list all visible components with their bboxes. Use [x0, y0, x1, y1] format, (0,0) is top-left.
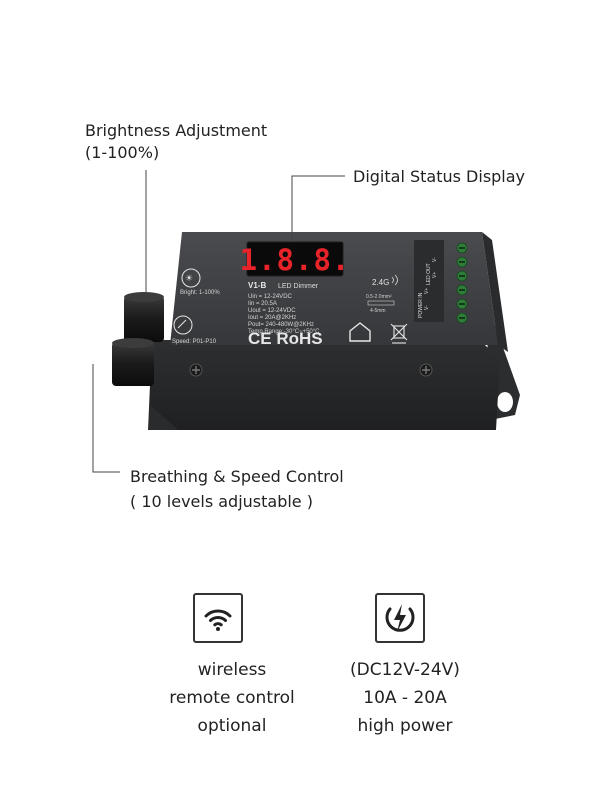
terminal-label-out: LED OUT	[426, 263, 432, 285]
wire-strip-icon	[367, 300, 395, 306]
feature-wireless-line: remote control	[169, 688, 295, 708]
housing-front-face	[150, 340, 500, 430]
digital-display	[246, 241, 344, 277]
spec-line: Iin = 20.5A	[248, 301, 277, 307]
terminal-pin-label: V-	[424, 305, 430, 310]
callout-brightness-title: Brightness Adjustment	[85, 121, 268, 140]
signal-icon	[391, 274, 398, 286]
spec-line: Temp Range:-30°C~+50°C	[248, 329, 320, 335]
feature-wireless-line: optional	[197, 716, 267, 736]
terminal-label-in: POWER IN	[418, 292, 424, 318]
callout-brightness: Brightness Adjustment (1-100%)	[85, 120, 267, 164]
weee-bin-icon	[390, 323, 408, 344]
callout-display-title: Digital Status Display	[353, 167, 526, 186]
callout-brightness-range: (1-100%)	[85, 143, 160, 162]
display-leader-line	[291, 175, 345, 242]
mounting-hole-icon	[497, 392, 513, 412]
terminal-screw-slot	[459, 247, 465, 249]
callout-speed: Breathing & Speed Control ( 10 levels ad…	[130, 466, 344, 513]
knob-bright-label: Bright: 1-100%	[180, 290, 220, 296]
terminal-pin-label: V+	[424, 288, 430, 294]
screw-icon	[189, 363, 203, 377]
wireless-label: 2.4G	[372, 278, 389, 287]
product-label: LED Dimmer	[278, 283, 319, 290]
cert-mark: CE RoHS	[248, 329, 323, 348]
power-bolt-icon	[375, 593, 425, 643]
terminal-block	[414, 240, 444, 322]
feature-power-line: 10A - 20A	[363, 688, 447, 708]
housing-right-face	[482, 232, 508, 352]
callout-speed-title: Breathing & Speed Control	[130, 467, 344, 486]
terminal-screw-slot	[459, 261, 465, 263]
sun-icon: ☀	[185, 273, 193, 283]
strip-length-label: 4-5mm	[370, 308, 386, 314]
knob-speed-label: Speed: P01-P10	[172, 339, 217, 345]
display-digits: 1.8.8.	[240, 243, 351, 277]
terminal-pin-label: V+	[432, 272, 438, 278]
spec-line: Pout= 240-480W@2KHz	[248, 322, 314, 328]
feature-wireless: wireless remote control optional	[142, 656, 322, 740]
terminal-screw-slot	[459, 275, 465, 277]
terminal-screw-slot	[459, 303, 465, 305]
spec-line: Iout = 20A@2KHz	[248, 315, 296, 321]
model-label: V1-B	[248, 281, 266, 290]
callout-display: Digital Status Display	[353, 166, 525, 188]
home-icon	[349, 322, 371, 342]
spec-line: Uout = 12-24VDC	[248, 308, 296, 314]
spec-line: Uin = 12-24VDC	[248, 294, 293, 300]
screw-icon	[419, 363, 433, 377]
terminal-pin-label: V-	[432, 257, 438, 262]
brightness-knob[interactable]	[124, 292, 164, 342]
speed-knob[interactable]	[112, 338, 154, 386]
feature-power: (DC12V-24V) 10A - 20A high power	[315, 656, 495, 740]
wifi-icon	[193, 593, 243, 643]
terminal-screw-slot	[459, 317, 465, 319]
wire-gauge-label: 0.5-2.0mm²	[366, 294, 392, 300]
terminal-screw-slot	[459, 289, 465, 291]
brightness-symbol-icon	[181, 268, 201, 288]
feature-wireless-line: wireless	[197, 660, 267, 680]
feature-power-line: (DC12V-24V)	[350, 660, 460, 680]
callout-speed-levels: ( 10 levels adjustable )	[130, 492, 313, 511]
speed-symbol-icon	[173, 315, 193, 335]
feature-power-line: high power	[357, 716, 453, 736]
speed-leader-line	[92, 364, 120, 473]
